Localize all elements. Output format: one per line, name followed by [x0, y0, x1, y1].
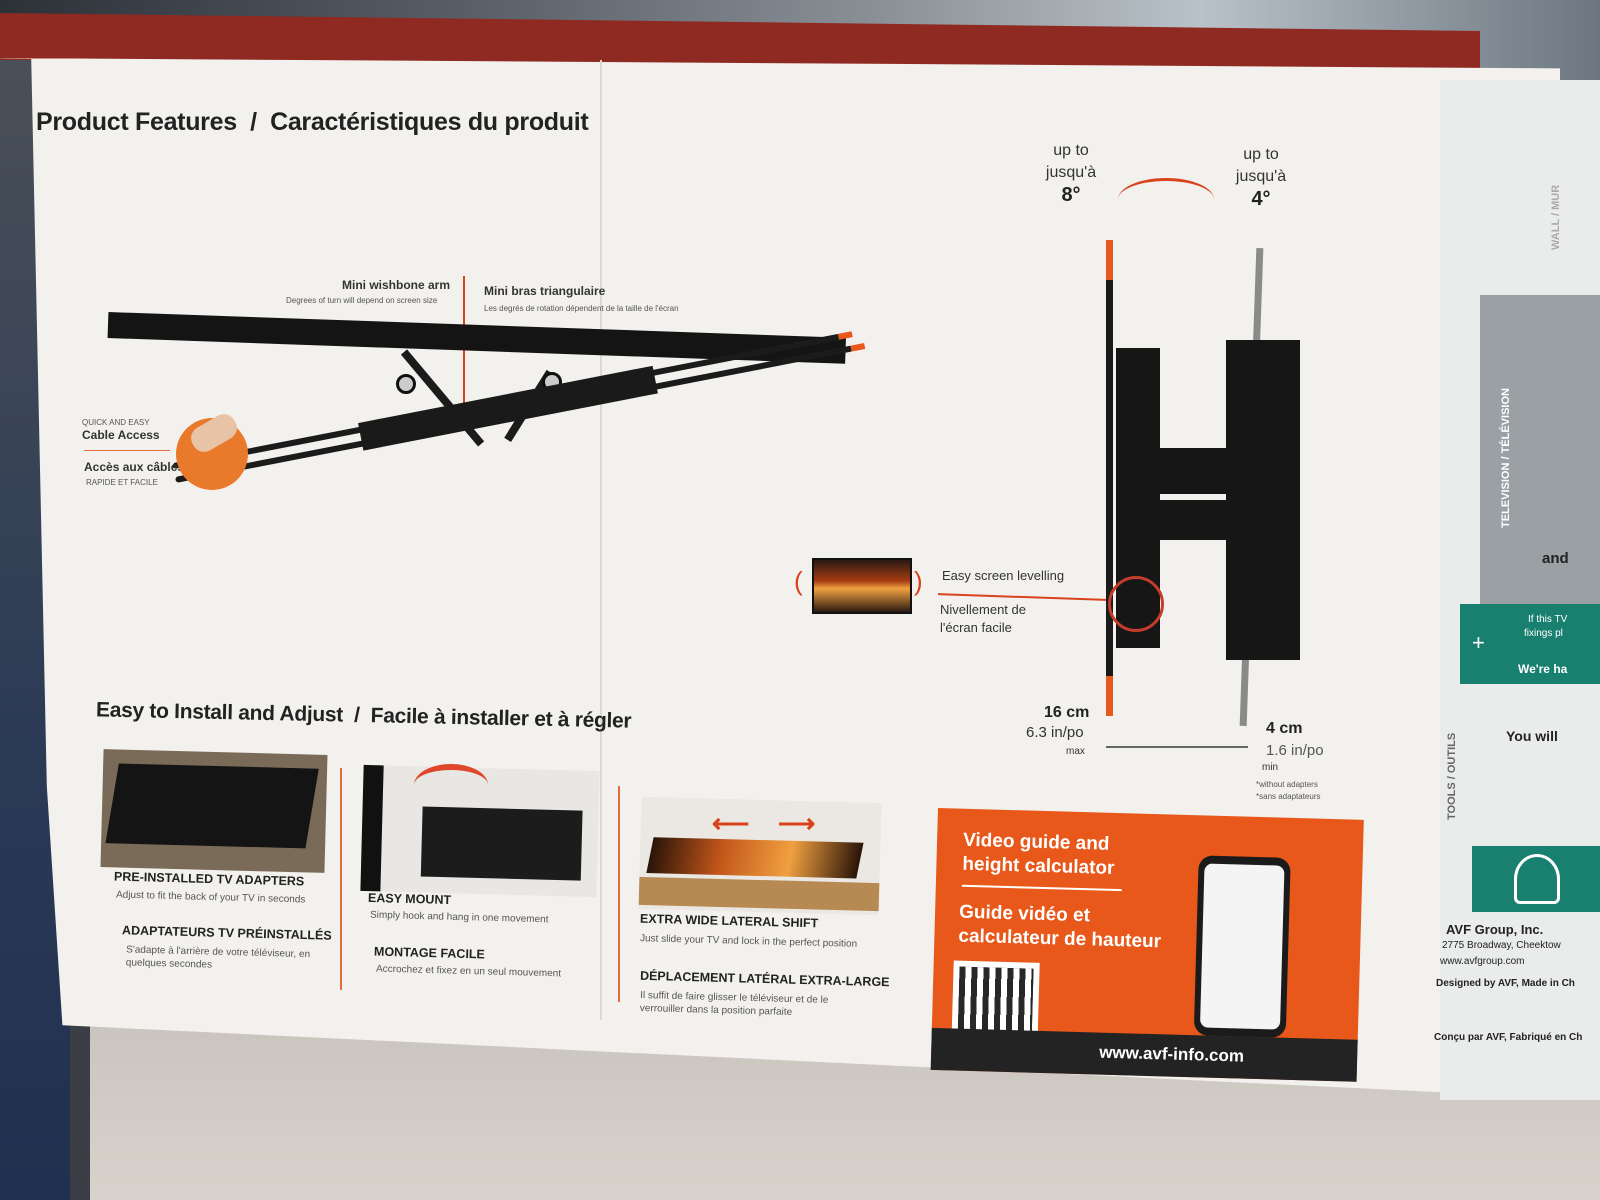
video-fr-1: Guide vidéo et: [958, 901, 1091, 927]
tv-screen-thumbnail: [812, 558, 912, 614]
side-wall-label: WALL / MUR: [1550, 184, 1562, 250]
side-and: and: [1542, 550, 1569, 567]
tilt-right-label: up to jusqu'à 4°: [1230, 144, 1292, 212]
card2-title-en: EASY MOUNT: [367, 890, 452, 908]
bracket-left-icon: (: [794, 566, 803, 596]
side-tools-label: TOOLS / OUTILS: [1446, 732, 1458, 820]
side-if-this: If this TV: [1528, 614, 1568, 625]
side-concu: Conçu par AVF, Fabriqué en Ch: [1434, 1032, 1583, 1043]
side-tv-band: [1480, 295, 1600, 615]
mount-arm-photo: [420, 806, 583, 881]
tilt-left-jusqua: jusqu'à: [1045, 164, 1097, 181]
tilt-right-jusqua: jusqu'à: [1235, 168, 1287, 185]
install-en: Easy to Install and Adjust: [95, 698, 344, 727]
cable-fr-small: RAPIDE ET FACILE: [86, 478, 158, 487]
video-divider: [961, 884, 1122, 892]
phone-icon: [1193, 855, 1291, 1038]
wishbone-fr-title: Mini bras triangulaire: [484, 284, 606, 298]
install-sep: /: [353, 703, 360, 727]
bracket-right-icon: ): [914, 566, 923, 596]
dim-max-cm: 16 cm: [1044, 704, 1090, 721]
dim-note-en: *without adapters: [1256, 780, 1318, 789]
side-were: We're ha: [1518, 662, 1568, 676]
tilt-right-up-to: up to: [1243, 146, 1279, 163]
wall-plate: [1226, 340, 1300, 660]
features-fr: Caractéristiques du produit: [270, 108, 589, 136]
pivot-left: [396, 374, 416, 394]
side-you-will: You will: [1506, 728, 1558, 744]
side-designed: Designed by AVF, Made in Ch: [1436, 978, 1575, 989]
video-fr-2: calculateur de hauteur: [958, 925, 1162, 953]
arm-lower: [1150, 500, 1230, 540]
side-tv-label: TELEVISION / TÉLÉVISION: [1500, 388, 1512, 528]
video-en-2: height calculator: [962, 853, 1115, 879]
side-fixings: fixings pl: [1524, 628, 1563, 639]
side-teal-band: If this TV fixings pl We're ha +: [1460, 604, 1600, 684]
pole-front-tip-top: [1106, 240, 1113, 280]
card-adapters-photo: [100, 749, 328, 873]
card-shift-photo: [638, 796, 882, 916]
hook-arrow-icon: [414, 764, 488, 806]
dim-min-in: 1.6 in/po: [1266, 742, 1324, 759]
plus-icon: +: [1472, 630, 1485, 655]
tilt-left-up-to: up to: [1053, 142, 1089, 159]
dim-note-fr: *sans adaptateurs: [1256, 792, 1321, 801]
tv-shift-screen: [646, 837, 864, 879]
tilt-arrow-icon: [1118, 178, 1214, 221]
wishbone-fr-note: Les degrés de rotation dépendent de la t…: [484, 304, 679, 313]
wishbone-en-note: Degrees of turn will depend on screen si…: [286, 296, 438, 305]
card-divider-1: [340, 768, 342, 990]
dim-min-label: min: [1262, 762, 1279, 773]
box-fold: [600, 60, 602, 1020]
tilt-left-label: up to jusqu'à 8°: [1040, 140, 1102, 208]
video-url[interactable]: www.avf-info.com: [1098, 1042, 1245, 1066]
cable-en-title: Cable Access: [82, 428, 160, 442]
cable-fr-title: Accès aux câbles: [84, 460, 185, 474]
tilt-left-value: 8°: [1061, 184, 1081, 206]
rail-a-tip: [837, 331, 853, 340]
pole-front-tip-bottom: [1106, 676, 1113, 716]
card2-title-fr: MONTAGE FACILE: [373, 944, 486, 962]
cable-divider: [84, 450, 170, 451]
levelling-highlight: [1108, 576, 1164, 632]
side-address: 2775 Broadway, Cheektow: [1442, 940, 1561, 951]
support-band: [1472, 846, 1600, 912]
floor-strip: [638, 876, 880, 912]
card-divider-2: [618, 786, 620, 1002]
dimension-line: [1106, 746, 1248, 748]
support-headset-icon: [1514, 854, 1560, 904]
install-fr: Facile à installer et à régler: [370, 704, 632, 733]
side-company: AVF Group, Inc.: [1446, 922, 1544, 937]
product-features-heading: Product Features / Caractéristiques du p…: [36, 108, 589, 137]
cable-en-small: QUICK AND EASY: [82, 418, 150, 427]
dim-max-label: max: [1066, 746, 1085, 757]
shift-right-arrow-icon: ⟶: [778, 808, 816, 838]
levelling-fr-1: Nivellement de: [940, 602, 1026, 617]
tilt-right-value: 4°: [1251, 188, 1271, 210]
arm-upper: [1150, 448, 1240, 494]
shift-left-arrow-icon: ⟵: [712, 808, 750, 838]
card1-sub-fr: S'adapte à l'arrière de votre téléviseur…: [125, 944, 311, 971]
wishbone-en-title: Mini wishbone arm: [342, 278, 451, 292]
dim-min-cm: 4 cm: [1266, 720, 1303, 737]
dim-max-in: 6.3 in/po: [1026, 724, 1084, 741]
adapter-plate: [105, 763, 319, 849]
tv-pole-front: [1106, 240, 1113, 716]
levelling-fr-2: l'écran facile: [940, 620, 1012, 635]
video-guide-panel: Video guide and height calculator Guide …: [930, 808, 1364, 1082]
features-sep: /: [250, 108, 257, 136]
features-en: Product Features: [36, 108, 237, 136]
side-web: www.avfgroup.com: [1440, 956, 1525, 967]
tv-edge: [360, 764, 384, 892]
levelling-en: Easy screen levelling: [942, 568, 1065, 583]
